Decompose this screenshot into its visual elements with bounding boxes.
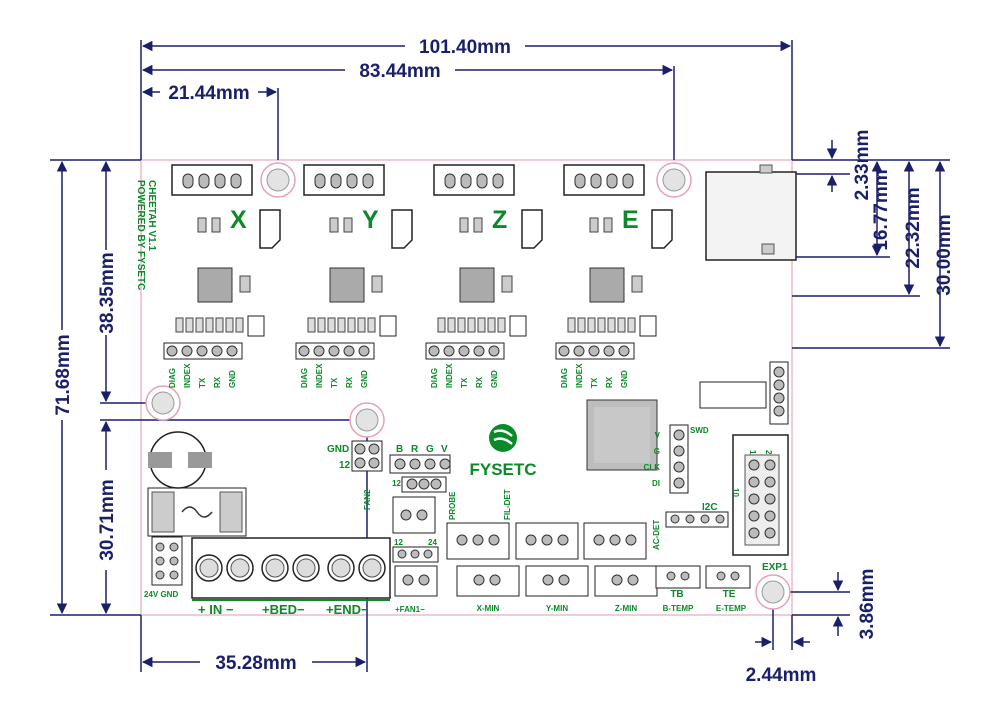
driver-pin-label: RX bbox=[213, 376, 222, 388]
driver-pin-label: RX bbox=[345, 376, 354, 388]
ac-det-label: AC-DET bbox=[652, 520, 661, 550]
axis-label-z: Z bbox=[492, 206, 507, 234]
axis-label-y: Y bbox=[362, 206, 379, 234]
i2c-label: I2C bbox=[702, 502, 718, 513]
swd-pin-label: V bbox=[655, 431, 661, 440]
led-12-label: 12 bbox=[339, 460, 351, 471]
swd-label: SWD bbox=[690, 426, 709, 435]
fan1-connector bbox=[394, 565, 438, 597]
power-bed-label: +BED− bbox=[262, 602, 305, 617]
driver-x: X DIAG INDEX TX RX GND bbox=[163, 164, 281, 388]
driver-pin-label: GND bbox=[620, 370, 629, 388]
sensor-connectors bbox=[446, 522, 647, 560]
sd-card-slot bbox=[705, 171, 797, 261]
rgb-pin-label: V bbox=[441, 444, 448, 455]
axis-label-x: X bbox=[230, 206, 247, 234]
driver-y: Y DIAG INDEX TX RX GND bbox=[295, 164, 413, 388]
endstop-z-label: Z-MIN bbox=[615, 604, 637, 613]
dim-exp-hole-y: 3.86mm bbox=[857, 569, 878, 640]
endstop-x-label: X-MIN bbox=[477, 604, 500, 613]
dim-exp-hole-x: 2.44mm bbox=[746, 665, 817, 686]
driver-e: E DIAG INDEX TX RX GND bbox=[555, 164, 673, 388]
dim-height-total: 71.68mm bbox=[53, 334, 74, 415]
fan2-label: FAN2 bbox=[363, 489, 372, 510]
rgb-12-label: 12 bbox=[392, 479, 401, 488]
exp-pin-1: 1 bbox=[748, 450, 757, 455]
tb-label: TB bbox=[670, 589, 683, 600]
swd-pin-label: DI bbox=[652, 479, 660, 488]
driver-pin-label: TX bbox=[198, 377, 207, 388]
driver-pin-label: INDEX bbox=[315, 363, 324, 388]
driver-pin-label: INDEX bbox=[575, 363, 584, 388]
board-title: CHEETAH V1.1 bbox=[146, 180, 157, 251]
etemp-label: E-TEMP bbox=[716, 604, 747, 613]
driver-pin-label: DIAG bbox=[430, 368, 439, 388]
fan-sel-12: 12 bbox=[394, 538, 403, 547]
mounting-holes bbox=[145, 162, 791, 610]
axis-label-e: E bbox=[622, 206, 639, 234]
driver-z: Z DIAG INDEX TX RX GND bbox=[425, 164, 543, 388]
power-end-label: +END− bbox=[326, 602, 369, 617]
endstop-y-label: Y-MIN bbox=[546, 604, 568, 613]
dim-right-233: 2.33mm bbox=[852, 130, 873, 201]
driver-pin-label: RX bbox=[475, 376, 484, 388]
dim-right-1677: 16.77mm bbox=[871, 169, 892, 250]
exp1-label: EXP1 bbox=[762, 562, 788, 573]
driver-pin-label: GND bbox=[228, 370, 237, 388]
driver-pin-label: TX bbox=[330, 377, 339, 388]
i2c-header bbox=[665, 511, 729, 528]
exp-pin-2: 2 bbox=[764, 450, 773, 455]
rgb-pin-label: B bbox=[396, 444, 403, 455]
driver-pin-label: GND bbox=[490, 370, 499, 388]
exp-pin-10: 10 bbox=[731, 488, 740, 497]
driver-pin-label: DIAG bbox=[300, 368, 309, 388]
dim-hole-bottom: 35.28mm bbox=[215, 653, 296, 674]
dim-hole-span: 83.44mm bbox=[359, 61, 440, 82]
probe-label: PROBE bbox=[448, 491, 457, 520]
btemp-label: B-TEMP bbox=[663, 604, 694, 613]
driver-pin-label: TX bbox=[590, 377, 599, 388]
dim-upper-height: 38.35mm bbox=[97, 252, 118, 333]
driver-pin-label: TX bbox=[460, 377, 469, 388]
power-select-label: 24V GND bbox=[144, 590, 178, 599]
dim-width-total: 101.40mm bbox=[419, 37, 511, 58]
driver-pin-label: DIAG bbox=[560, 368, 569, 388]
dimension-lines bbox=[50, 40, 950, 672]
swd-pin-label: CLK bbox=[644, 463, 661, 472]
fan1-label: +FAN1− bbox=[395, 605, 425, 614]
power-in-label: + IN − bbox=[198, 602, 234, 617]
dim-hole-offset: 21.44mm bbox=[168, 83, 249, 104]
swd-pin-label: G bbox=[654, 447, 660, 456]
driver-pin-label: GND bbox=[360, 370, 369, 388]
driver-pin-label: INDEX bbox=[183, 363, 192, 388]
dim-lower-height: 30.71mm bbox=[97, 479, 118, 560]
swd-header bbox=[669, 424, 689, 494]
driver-pin-label: INDEX bbox=[445, 363, 454, 388]
dim-right-3000: 30.00mm bbox=[934, 214, 955, 295]
board-subtitle: POWERED BY FYSETC bbox=[135, 180, 146, 290]
rgb-pin-label: R bbox=[411, 444, 419, 455]
te-label: TE bbox=[723, 589, 736, 600]
led-gnd-label: GND bbox=[327, 444, 349, 455]
driver-pin-label: RX bbox=[605, 376, 614, 388]
stepper-drivers: X DIAG INDEX TX RX GND Y DIAG INDEX TX RX GND Z DIAG I… bbox=[163, 164, 673, 388]
driver-pin-label: DIAG bbox=[168, 368, 177, 388]
brand-label: FYSETC bbox=[469, 460, 536, 479]
fil-det-label: FIL-DET bbox=[503, 489, 512, 520]
screw-terminal-block bbox=[191, 537, 391, 599]
rgb-pin-label: G bbox=[426, 444, 434, 455]
fan-sel-24: 24 bbox=[428, 538, 437, 547]
fan2-connector bbox=[392, 496, 436, 534]
dim-right-2232: 22.32mm bbox=[903, 187, 924, 268]
